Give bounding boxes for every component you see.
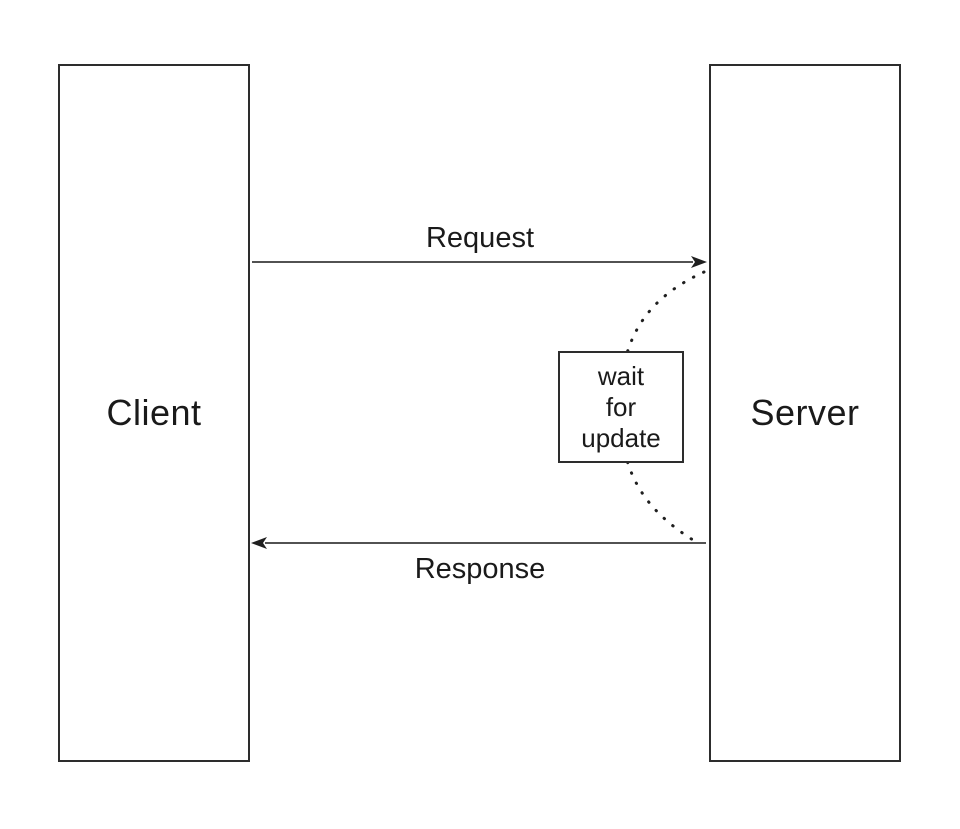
arrowhead-left-icon <box>251 537 267 549</box>
client-node: Client <box>58 64 250 762</box>
wait-box-line-2: for <box>605 391 637 422</box>
wait-box-line-1: wait <box>597 360 645 391</box>
wait-for-update-box: wait for update <box>558 351 684 463</box>
client-node-label: Client <box>106 392 202 433</box>
server-node-label: Server <box>750 392 860 433</box>
arrowhead-right-icon <box>691 256 707 268</box>
wait-box-line-3: update <box>581 422 661 453</box>
response-label: Response <box>414 553 546 585</box>
server-node: Server <box>709 64 901 762</box>
request-label: Request <box>425 222 534 254</box>
